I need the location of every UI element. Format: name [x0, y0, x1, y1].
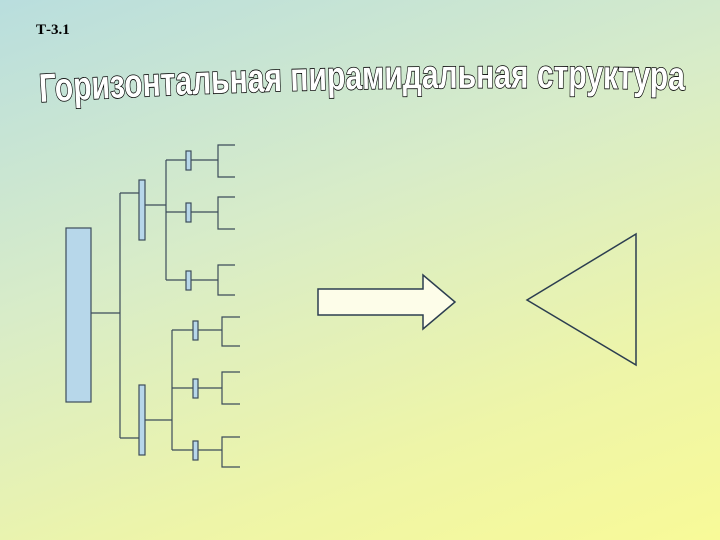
leaf-node: [185, 270, 192, 291]
slide-number-label: Т-3.1: [36, 22, 70, 38]
leaf-node: [185, 150, 192, 171]
page-title: Горизонтальная пирамидальная структура: [37, 52, 690, 118]
leaf-bracket: [221, 371, 240, 405]
leaf-bracket: [221, 436, 240, 468]
leaf-node: [192, 320, 199, 341]
leaf-bracket: [221, 316, 240, 347]
leaf-node: [185, 202, 192, 223]
root-node: [65, 227, 92, 403]
mid-node-lower: [138, 384, 146, 456]
horizontal-pyramid-triangle: [525, 232, 637, 367]
leaf-bracket: [217, 144, 235, 178]
leaf-node: [192, 378, 199, 399]
leaf-bracket: [217, 196, 235, 230]
right-arrow-icon: [317, 273, 457, 331]
leaf-node: [192, 440, 199, 461]
hierarchy-tree: [91, 144, 240, 468]
mid-node-upper: [138, 179, 146, 241]
hierarchy-nodes: [65, 150, 199, 461]
leaf-bracket: [217, 264, 235, 296]
